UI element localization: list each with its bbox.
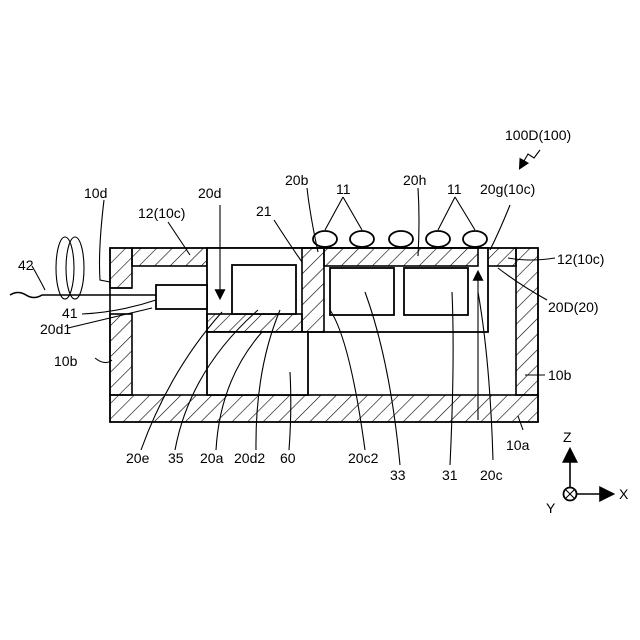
layer-20a bbox=[207, 314, 302, 332]
label-20g: 20g(10c) bbox=[480, 181, 535, 197]
wall-block-10d bbox=[110, 248, 132, 288]
label-20e: 20e bbox=[126, 450, 150, 466]
label-35: 35 bbox=[168, 450, 184, 466]
component-33 bbox=[330, 268, 394, 315]
label-33: 33 bbox=[390, 467, 406, 483]
axis-x-label: X bbox=[619, 486, 629, 502]
solder-ball-5 bbox=[463, 231, 487, 247]
label-41: 41 bbox=[62, 305, 78, 321]
fiber-coil-1 bbox=[56, 237, 74, 299]
divider-21 bbox=[302, 248, 324, 332]
label-10d: 10d bbox=[84, 185, 107, 201]
label-42: 42 bbox=[18, 257, 34, 273]
label-20b: 20b bbox=[285, 172, 309, 188]
arrow-100D bbox=[520, 150, 540, 168]
label-20d2: 20d2 bbox=[234, 450, 265, 466]
fiber-coil-2 bbox=[66, 237, 84, 299]
label-20d1: 20d1 bbox=[40, 321, 71, 337]
component-31 bbox=[404, 268, 468, 315]
axis-indicator: Z X Y bbox=[546, 429, 629, 516]
label-20d: 20d bbox=[198, 185, 221, 201]
label-20D: 20D(20) bbox=[548, 299, 599, 315]
side-wall-right-10b bbox=[516, 248, 538, 395]
label-20c2: 20c2 bbox=[348, 450, 379, 466]
label-20a: 20a bbox=[200, 450, 224, 466]
component-41 bbox=[156, 285, 207, 309]
solder-ball-2 bbox=[350, 231, 374, 247]
block-60 bbox=[207, 332, 308, 395]
label-10b-right: 10b bbox=[548, 367, 572, 383]
label-12-left: 12(10c) bbox=[138, 205, 185, 221]
label-device-ref: 100D(100) bbox=[505, 127, 571, 143]
lid-12-left bbox=[132, 248, 207, 266]
label-20c: 20c bbox=[480, 467, 503, 483]
solder-ball-3 bbox=[389, 231, 413, 247]
axis-y-label: Y bbox=[546, 500, 556, 516]
label-12-right: 12(10c) bbox=[557, 251, 604, 267]
solder-ball-4 bbox=[426, 231, 450, 247]
label-21: 21 bbox=[256, 203, 272, 219]
axis-z-label: Z bbox=[563, 429, 572, 445]
fiber-42 bbox=[10, 293, 156, 298]
component-35 bbox=[232, 265, 296, 314]
label-11-left: 11 bbox=[336, 181, 351, 197]
label-10b-left: 10b bbox=[54, 353, 78, 369]
label-10a: 10a bbox=[506, 437, 530, 453]
wiring-layer-20g bbox=[324, 248, 478, 266]
label-11-right: 11 bbox=[447, 181, 462, 197]
label-20h: 20h bbox=[403, 172, 426, 188]
label-60: 60 bbox=[280, 450, 296, 466]
side-wall-left-10b bbox=[110, 314, 132, 395]
base-plate-10a bbox=[110, 395, 538, 422]
label-31: 31 bbox=[442, 467, 458, 483]
